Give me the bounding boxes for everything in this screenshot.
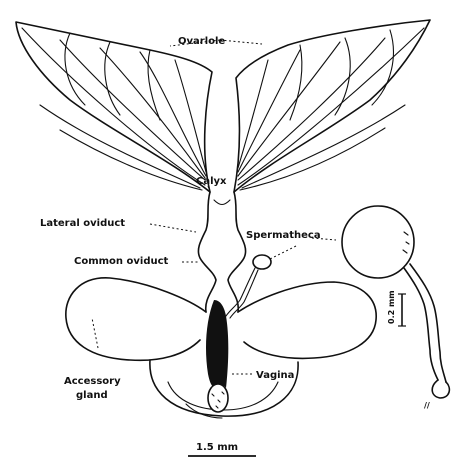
label-lateral-oviduct: Lateral oviduct [40, 218, 125, 229]
vagina [206, 300, 228, 412]
label-vagina: Vagina [256, 370, 294, 381]
label-calyx: Calyx [196, 176, 227, 187]
left-ovary [16, 22, 212, 192]
oviducts [198, 192, 245, 312]
svg-text://: // [424, 401, 430, 410]
label-accessory-gland-1: Accessory [64, 376, 121, 387]
spermatheca [226, 255, 271, 318]
right-ovary [234, 20, 430, 192]
label-common-oviduct: Common oviduct [74, 256, 169, 267]
main-scale: 1.5 mm [188, 442, 256, 456]
inset-scale: 0.2 mm [387, 290, 406, 326]
label-spermatheca: Spermatheca [246, 230, 321, 241]
label-ovarioles: Ovarlole [178, 36, 225, 47]
label-accessory-gland-2: gland [76, 390, 108, 401]
inset-scale-label: 0.2 mm [387, 290, 396, 324]
main-scale-label: 1.5 mm [196, 442, 238, 453]
